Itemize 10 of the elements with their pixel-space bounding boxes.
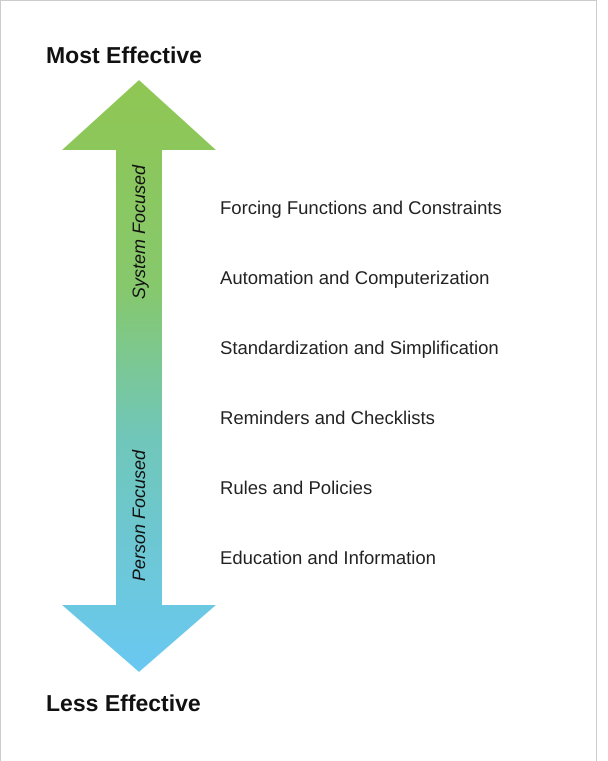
axis-label: Person Focused [129,450,150,581]
list-item: Standardization and Simplification [220,337,499,359]
axis-label: System Focused [129,165,150,300]
list-item: Education and Information [220,547,436,569]
list-item: Forcing Functions and Constraints [220,197,502,219]
list-item: Automation and Computerization [220,267,490,289]
list-item: Reminders and Checklists [220,407,435,429]
heading: Less Effective [46,690,201,717]
heading: Most Effective [46,42,202,69]
list-item: Rules and Policies [220,477,372,499]
